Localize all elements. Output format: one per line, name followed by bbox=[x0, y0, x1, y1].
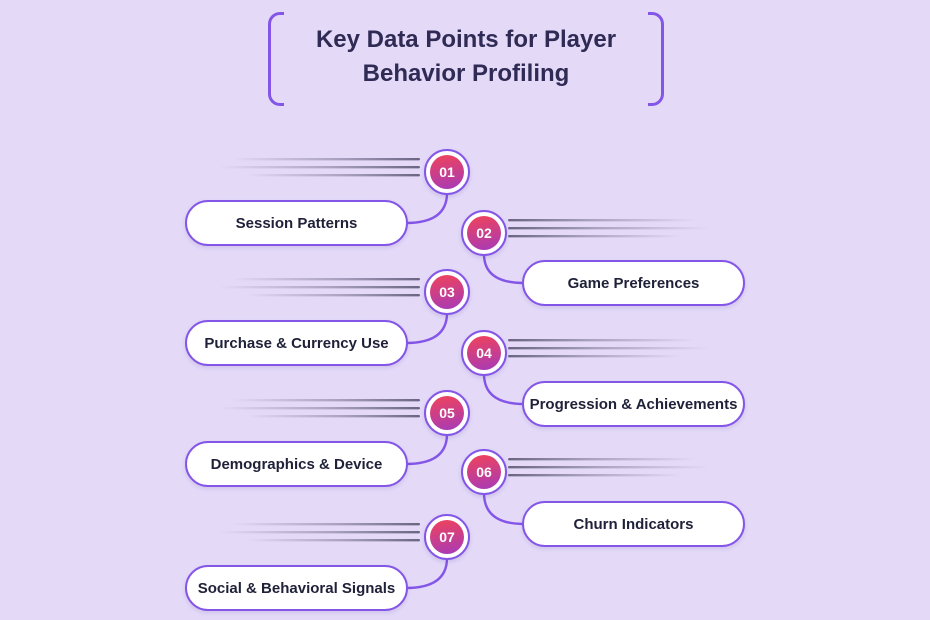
label-text-session-patterns: Session Patterns bbox=[235, 214, 358, 232]
label-text-game-preferences: Game Preferences bbox=[567, 274, 700, 292]
title-block: Key Data Points for Player Behavior Prof… bbox=[268, 12, 664, 108]
step-badge-06: 06 bbox=[461, 449, 507, 495]
label-text-purchase-currency-use: Purchase & Currency Use bbox=[204, 334, 389, 352]
step-number-03: 03 bbox=[430, 275, 464, 309]
step-badge-07: 07 bbox=[424, 514, 470, 560]
step-badge-02: 02 bbox=[461, 210, 507, 256]
label-text-churn-indicators: Churn Indicators bbox=[573, 515, 694, 533]
label-text-demographics-device: Demographics & Device bbox=[210, 455, 383, 473]
label-pill-social-behavioral-signals: Social & Behavioral Signals bbox=[185, 565, 408, 611]
label-pill-demographics-device: Demographics & Device bbox=[185, 441, 408, 487]
label-pill-progression-achievements: Progression & Achievements bbox=[522, 381, 745, 427]
step-number-04: 04 bbox=[467, 336, 501, 370]
step-badge-01: 01 bbox=[424, 149, 470, 195]
page-title: Key Data Points for Player Behavior Prof… bbox=[284, 12, 648, 108]
step-number-01: 01 bbox=[430, 155, 464, 189]
label-pill-session-patterns: Session Patterns bbox=[185, 200, 408, 246]
step-badge-04: 04 bbox=[461, 330, 507, 376]
step-number-05: 05 bbox=[430, 396, 464, 430]
label-pill-churn-indicators: Churn Indicators bbox=[522, 501, 745, 547]
left-bracket-icon bbox=[268, 12, 284, 106]
step-number-02: 02 bbox=[467, 216, 501, 250]
label-text-social-behavioral-signals: Social & Behavioral Signals bbox=[197, 579, 396, 597]
step-number-07: 07 bbox=[430, 520, 464, 554]
page-title-line2: Behavior Profiling bbox=[362, 60, 570, 87]
step-badge-03: 03 bbox=[424, 269, 470, 315]
label-text-progression-achievements: Progression & Achievements bbox=[529, 395, 738, 413]
label-pill-purchase-currency-use: Purchase & Currency Use bbox=[185, 320, 408, 366]
right-bracket-icon bbox=[648, 12, 664, 106]
page-title-line1: Key Data Points for Player bbox=[315, 26, 617, 53]
step-number-06: 06 bbox=[467, 455, 501, 489]
step-badge-05: 05 bbox=[424, 390, 470, 436]
label-pill-game-preferences: Game Preferences bbox=[522, 260, 745, 306]
